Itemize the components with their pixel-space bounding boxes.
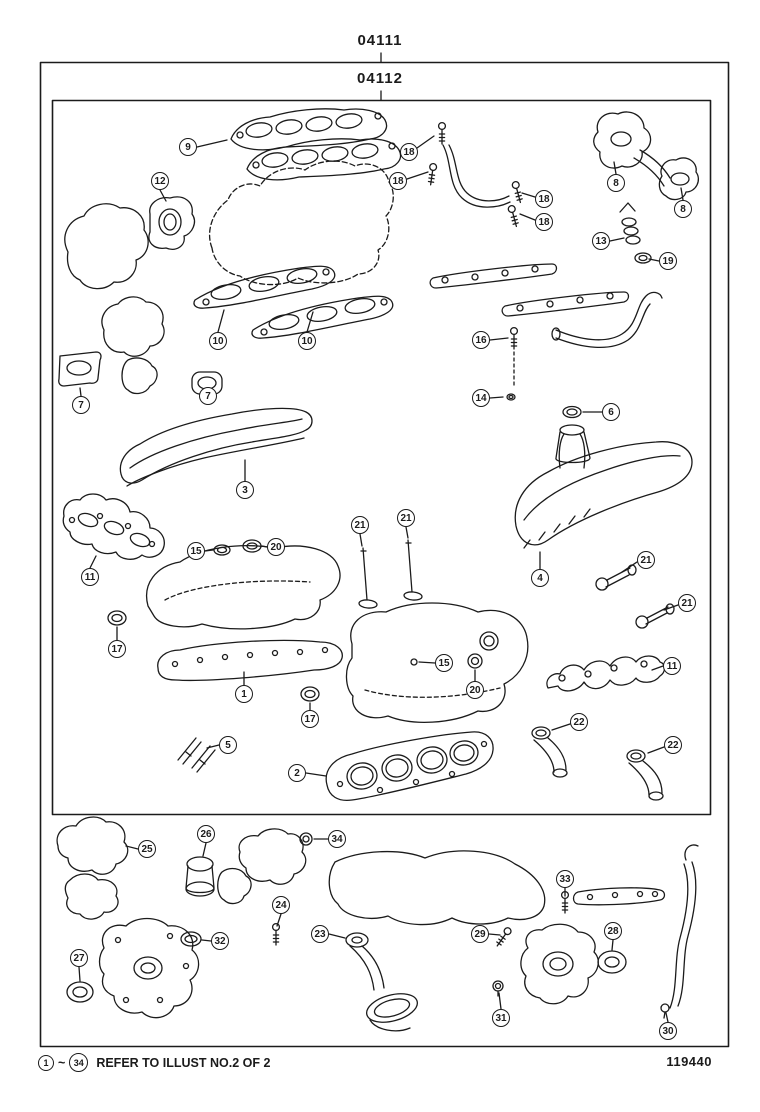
leader-lines [78,135,684,1023]
callout-21: 21 [678,594,696,612]
part-21-valves [358,539,423,609]
footer-tilde: ~ [58,1055,66,1070]
inner-frame-box [51,90,712,816]
part-16-14-6-small-parts [506,326,591,464]
callout-9: 9 [179,138,197,156]
fuel-rail-parts [429,263,663,349]
callout-20: 20 [466,681,484,699]
callout-1: 1 [235,685,253,703]
part-3-valve-cover-gasket [119,407,313,487]
callout-31: 31 [492,1009,510,1027]
callout-30: 30 [659,1022,677,1040]
callout-18: 18 [400,143,418,161]
callout-26: 26 [197,825,215,843]
callout-12: 12 [151,172,169,190]
part-5-pins [177,737,216,773]
part-29-31-small-parts [492,925,513,997]
callout-29: 29 [471,925,489,943]
callout-21: 21 [637,551,655,569]
part-group-label-outer: 04111 [357,32,403,49]
part-1-head-gasket [157,639,343,682]
part-8-housings [593,111,700,201]
part-24-stud [271,922,281,946]
left-gasket-blobs [64,203,165,395]
callout-21: 21 [397,509,415,527]
callout-15: 15 [187,542,205,560]
part-4-cylinder-head-cover [514,433,693,549]
callout-8: 8 [607,174,625,192]
part-9-intake-chamber-gaskets [230,108,402,181]
part-30-tube [660,844,699,1019]
manifold-dashed-outline [208,160,394,286]
part-11-exhaust-gasket-right [546,655,666,692]
callout-20: 20 [267,538,285,556]
callout-10: 10 [298,332,316,350]
callout-34: 34 [328,830,346,848]
outer-frame-box [39,52,730,1048]
part-2-head-gasket [325,731,494,802]
part-13-19-seals [619,202,652,264]
callout-2: 2 [288,764,306,782]
part-27-seal-and-pump [66,917,200,1019]
part-28-seal-and-retainer [520,923,627,1005]
callout-16: 16 [472,331,490,349]
callout-15: 15 [435,654,453,672]
footer-ref-end-callout: 34 [69,1053,89,1072]
callout-32: 32 [211,932,229,950]
part-10-exhaust-gaskets [193,265,394,339]
callout-33: 33 [556,870,574,888]
part-23-oil-strainer [345,932,418,1032]
callout-11: 11 [663,657,681,675]
callout-7: 7 [199,387,217,405]
part-26-water-inlet [180,856,252,947]
callout-7: 7 [72,396,90,414]
callout-13: 13 [592,232,610,250]
part-group-label-inner: 04112 [357,70,403,87]
callout-11: 11 [81,568,99,586]
part-21-studs [595,564,675,629]
callout-25: 25 [138,840,156,858]
callout-5: 5 [219,736,237,754]
footer-ref-start-callout: 1 [38,1054,54,1071]
callout-4: 4 [531,569,549,587]
callout-18: 18 [389,172,407,190]
oil-pan-outline [328,850,666,926]
callout-22: 22 [664,736,682,754]
part-25-timing-gaskets [56,816,307,920]
part-18-bolts [426,121,525,228]
callout-17: 17 [301,710,319,728]
callout-24: 24 [272,896,290,914]
footer-note: 1 ~ 34 REFER TO ILLUST NO.2 OF 2 [38,1053,270,1072]
callout-17: 17 [108,640,126,658]
figure-number: 119440 [666,1054,712,1069]
callout-14: 14 [472,389,490,407]
callout-8: 8 [674,200,692,218]
callout-19: 19 [659,252,677,270]
part-cylinder-head-left [146,545,341,630]
callout-27: 27 [70,949,88,967]
callout-6: 6 [602,403,620,421]
part-34-ring [299,832,313,846]
callout-3: 3 [236,481,254,499]
part-17-seals [107,610,320,702]
part-11-intake-gasket-left [62,493,165,560]
callout-10: 10 [209,332,227,350]
callout-18: 18 [535,190,553,208]
callout-23: 23 [311,925,329,943]
footer-instruction: REFER TO ILLUST NO.2 OF 2 [96,1055,271,1070]
part-12-seal [148,196,196,250]
callout-21: 21 [351,516,369,534]
callout-22: 22 [570,713,588,731]
part-22-water-outlets [531,726,664,801]
callout-18: 18 [535,213,553,231]
callout-28: 28 [604,922,622,940]
